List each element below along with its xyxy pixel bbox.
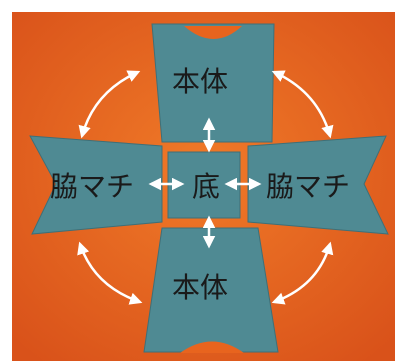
pattern-diagram: 本体 本体 脇マチ 底 脇マチ xyxy=(12,12,395,361)
label-right-gusset: 脇マチ xyxy=(266,170,351,203)
left-gusset-panel xyxy=(29,135,163,235)
arrow-curve-bottom-left xyxy=(77,241,143,305)
bottom-panel-notch xyxy=(180,341,244,353)
pattern-svg xyxy=(12,12,395,361)
arrow-curve-top-left xyxy=(78,70,141,139)
arrow-curve-bottom-right xyxy=(271,241,334,305)
bottom-body-panel xyxy=(143,227,279,353)
right-gusset-panel xyxy=(247,135,389,235)
top-body-panel xyxy=(151,23,275,143)
label-bottom-body: 本体 xyxy=(172,271,229,304)
label-top-body: 本体 xyxy=(172,65,229,98)
top-panel-notch xyxy=(158,26,268,39)
label-left-gusset: 脇マチ xyxy=(50,170,135,203)
arrow-curve-top-right xyxy=(271,70,334,139)
label-base: 底 xyxy=(192,170,221,203)
